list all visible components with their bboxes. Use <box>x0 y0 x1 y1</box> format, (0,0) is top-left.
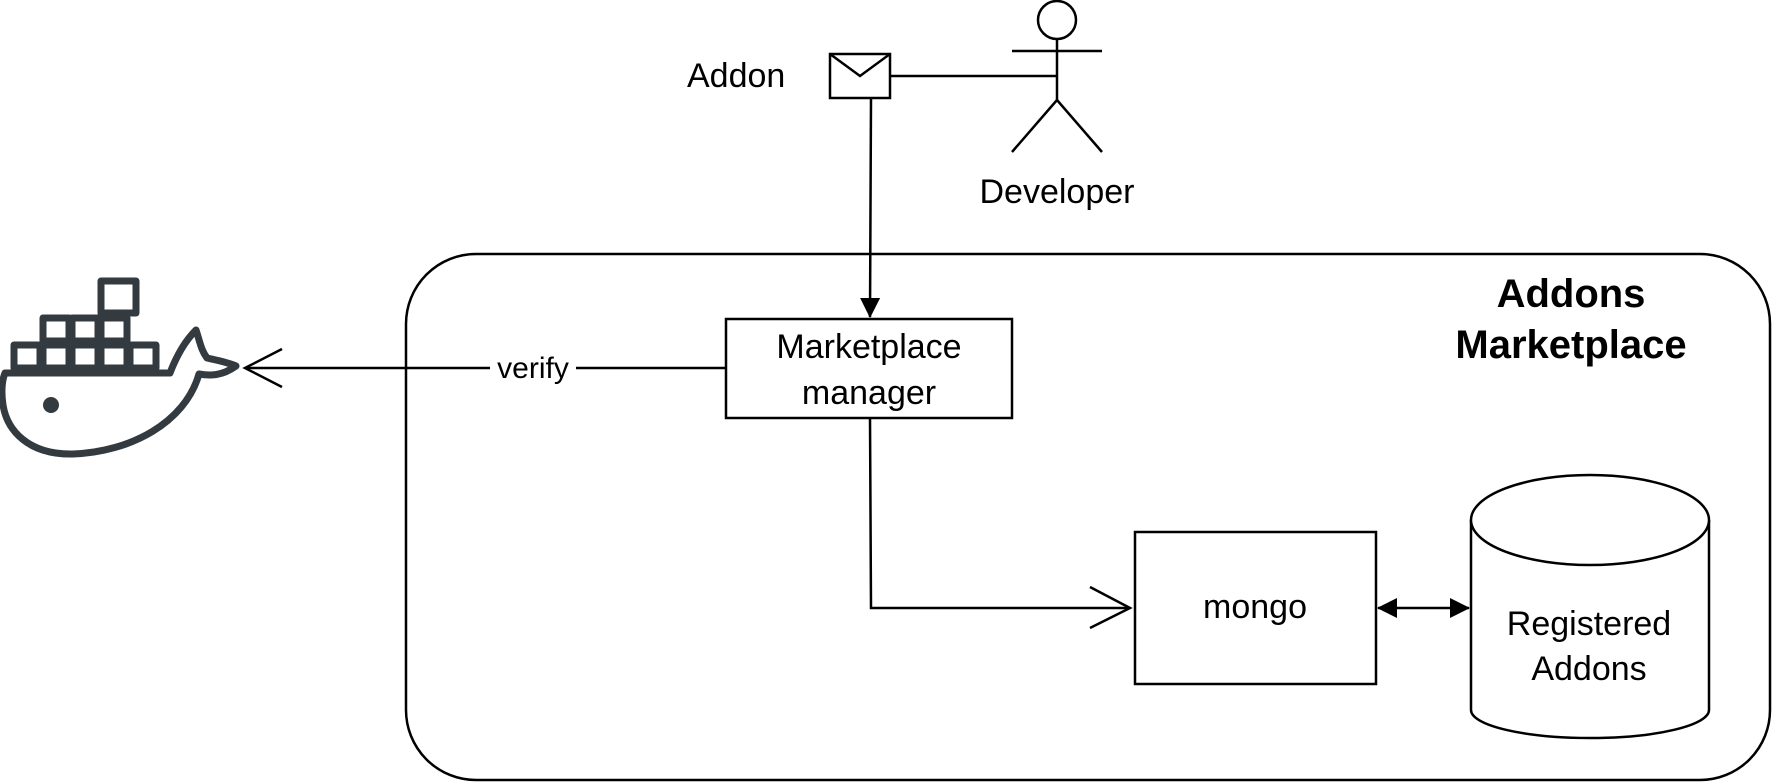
marketplace-subtitle: Marketplace <box>1455 323 1686 367</box>
registered-addons-label-line2: Addons <box>1531 650 1646 688</box>
marketplace-title: Addons <box>1497 272 1646 316</box>
registered-addons-label-line1: Registered <box>1507 605 1671 643</box>
manager-to-mongo-arrowhead <box>1089 585 1133 630</box>
marketplace-manager-label-line2: manager <box>802 374 936 412</box>
marketplace-boundary <box>404 252 1772 782</box>
addon-label: Addon <box>687 57 785 95</box>
manager-to-mongo-edge <box>868 417 1130 610</box>
mongo-label: mongo <box>1203 588 1307 626</box>
stick-figure-icon <box>1011 0 1103 153</box>
docker-whale-icon <box>0 277 240 458</box>
mongo-node <box>1133 530 1378 686</box>
envelope-icon <box>828 52 892 100</box>
addon-to-manager-edge <box>860 97 881 318</box>
verify-edge-arrowhead <box>242 347 283 389</box>
database-cylinder-icon <box>1469 473 1711 740</box>
marketplace-manager-label-line1: Marketplace <box>776 328 961 366</box>
docker-whale-eye <box>43 397 59 413</box>
verify-edge-label: verify <box>497 352 569 385</box>
marketplace-manager-node <box>724 317 1014 420</box>
verify-label-background <box>490 350 576 386</box>
developer-label: Developer <box>980 173 1135 211</box>
